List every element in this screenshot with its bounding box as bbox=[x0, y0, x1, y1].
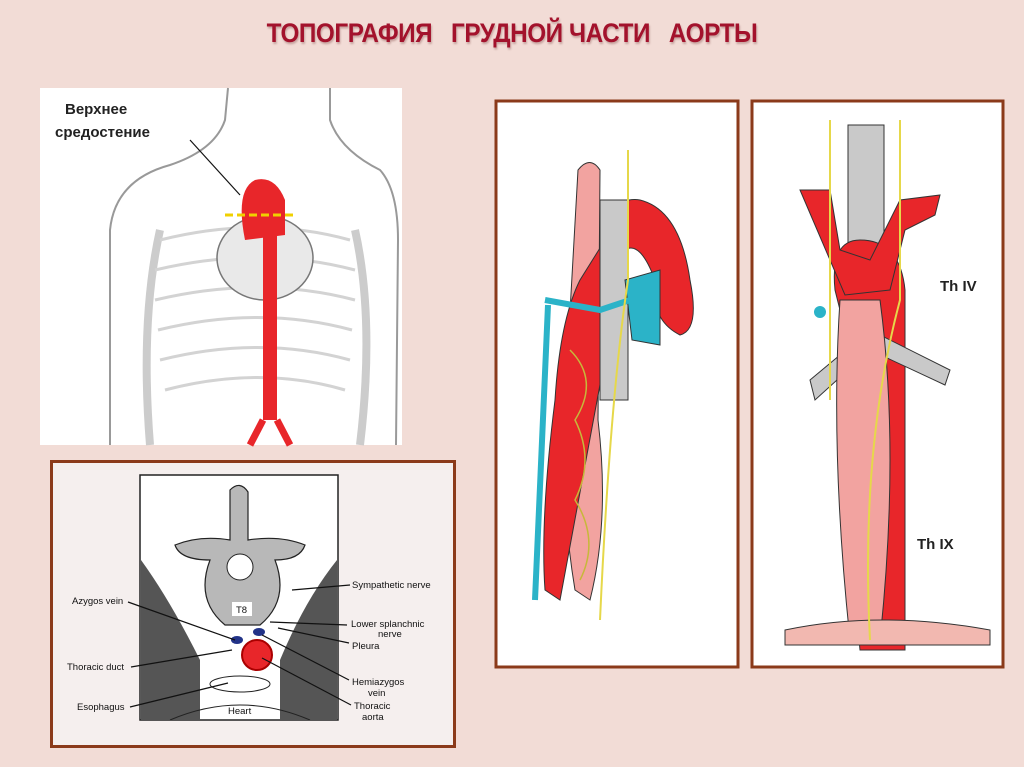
label-hemiazygos-2: vein bbox=[368, 688, 385, 699]
aortic-arch bbox=[241, 179, 285, 240]
label-hemiazygos-1: Hemiazygos bbox=[352, 677, 405, 688]
azygos-vein-drawing bbox=[532, 297, 631, 601]
label-thoracic-aorta-2: aorta bbox=[362, 712, 384, 723]
label-sympathetic-nerve: Sympathetic nerve bbox=[352, 580, 431, 591]
cross-section-figure: T8 Heart Sympathetic nerve Azygos vein L… bbox=[50, 460, 456, 748]
vertebra-label: T8 bbox=[236, 605, 247, 616]
label-azygos-vein: Azygos vein bbox=[72, 596, 123, 607]
front-view-figure: Th IV Th IX bbox=[750, 99, 1005, 669]
level-label-th-iv: Th IV bbox=[940, 278, 977, 295]
label-superior-mediastinum-2: средостение bbox=[55, 124, 150, 141]
label-lower-splanchnic-1: Lower splanchnic bbox=[351, 619, 425, 630]
aorta-section bbox=[241, 639, 273, 671]
label-thoracic-aorta-1: Thoracic bbox=[354, 701, 391, 712]
torso-figure: Верхнее средостение bbox=[40, 87, 402, 447]
label-esophagus: Esophagus bbox=[77, 702, 125, 713]
esophagus-drawing bbox=[836, 299, 891, 641]
side-view-figure bbox=[494, 99, 740, 669]
label-pleura: Pleura bbox=[352, 641, 380, 652]
slide-title: ТОПОГРАФИЯ ГРУДНОЙ ЧАСТИ АОРТЫ bbox=[266, 18, 758, 48]
label-superior-mediastinum-1: Верхнее bbox=[65, 101, 127, 118]
level-label-th-ix: Th IX bbox=[917, 536, 954, 553]
label-thoracic-duct: Thoracic duct bbox=[67, 662, 124, 673]
heart-label: Heart bbox=[228, 706, 252, 717]
descending-aorta bbox=[263, 230, 277, 420]
label-lower-splanchnic-2: nerve bbox=[378, 629, 402, 640]
